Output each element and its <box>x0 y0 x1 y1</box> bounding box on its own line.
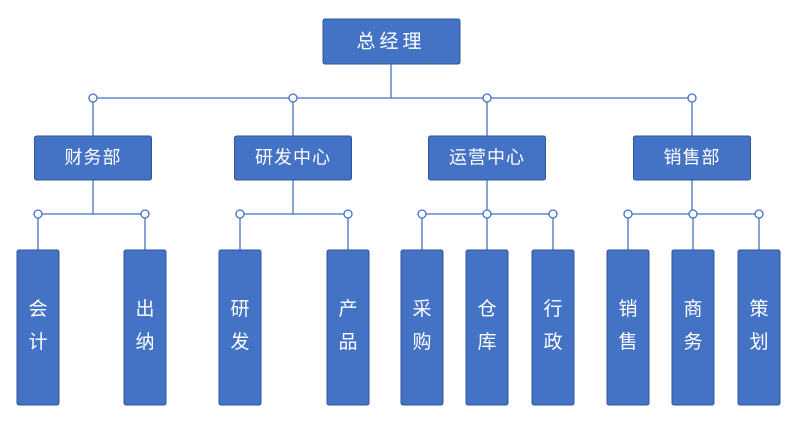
unit-label: 商务 <box>683 298 702 353</box>
unit-box <box>400 249 444 406</box>
unit-box <box>123 249 167 406</box>
unit-box <box>218 249 262 406</box>
unit-box <box>671 249 715 406</box>
unit-label: 仓库 <box>477 298 496 353</box>
connector-dot <box>140 209 150 219</box>
unit-box <box>531 249 575 406</box>
unit-box <box>16 249 60 406</box>
unit-box <box>606 249 650 406</box>
connector-dot <box>33 209 43 219</box>
connector-dot <box>482 93 492 103</box>
unit-label: 销售 <box>618 298 637 353</box>
connector-dot <box>235 209 245 219</box>
department-label: 财务部 <box>65 148 122 169</box>
connector-dot <box>688 209 698 219</box>
unit-label: 行政 <box>543 298 562 353</box>
department-box <box>428 135 546 181</box>
connector-dot <box>623 209 633 219</box>
department-label: 研发中心 <box>255 148 331 169</box>
connector-dot <box>754 209 764 219</box>
unit-label: 出纳 <box>135 298 154 353</box>
unit-label: 会计 <box>28 298 47 353</box>
unit-label: 采购 <box>412 298 431 353</box>
connector-dot <box>482 209 492 219</box>
connector-dot <box>288 93 298 103</box>
unit-box <box>465 249 509 406</box>
connector-dot <box>687 93 697 103</box>
unit-box <box>326 249 370 406</box>
root-box <box>322 18 461 65</box>
department-box <box>34 135 152 181</box>
unit-label: 策划 <box>749 298 768 353</box>
connector-dot <box>548 209 558 219</box>
department-label: 销售部 <box>664 148 721 169</box>
connector-lines <box>33 64 764 250</box>
connector-dot <box>343 209 353 219</box>
connector-dot <box>417 209 427 219</box>
root-label: 总经理 <box>356 31 425 53</box>
unit-label: 研发 <box>230 298 249 353</box>
department-box <box>633 135 751 181</box>
connector-dot <box>88 93 98 103</box>
unit-label: 产品 <box>338 298 357 353</box>
unit-box <box>737 249 781 406</box>
department-label: 运营中心 <box>449 148 525 169</box>
department-box <box>234 135 352 181</box>
